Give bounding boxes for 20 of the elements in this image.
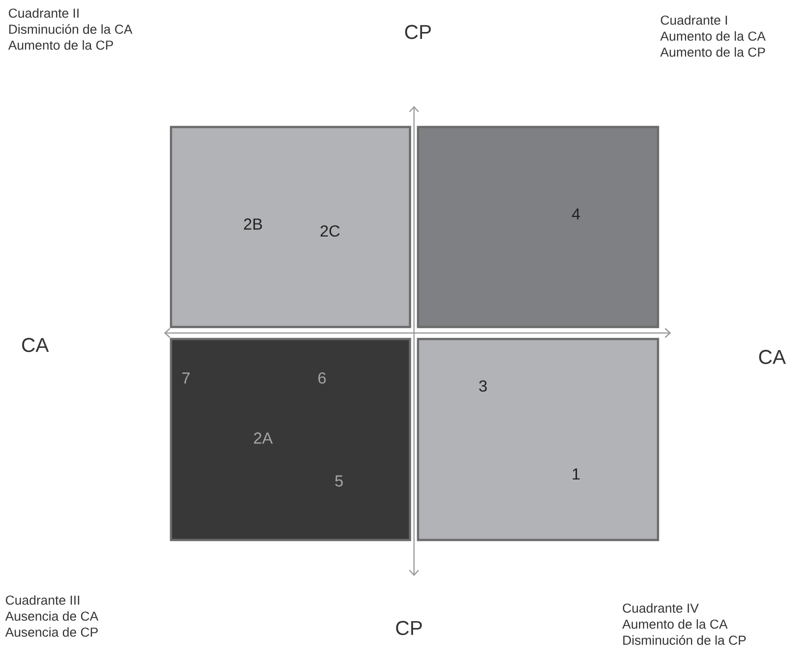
quadrant-label: Aumento de la CA	[660, 31, 766, 41]
quadrant-box: 7 6 2A 5	[170, 338, 412, 542]
quadrant-label: Cuadrante IV	[622, 603, 699, 613]
axis-label: CP	[405, 24, 431, 40]
quadrant-label: Aumento de la CP	[8, 40, 113, 50]
quadrant-label: Ausencia de CP	[5, 627, 98, 637]
quadrant-label: Ausencia de CA	[5, 611, 98, 621]
axis-label: CA	[22, 338, 49, 352]
quadrant-label: Cuadrante II	[8, 8, 79, 18]
quadrant-label: Disminución de la CA	[9, 24, 132, 34]
quadrant-label: Aumento de la CP	[660, 47, 765, 57]
quadrant-label: Cuadrante I	[660, 15, 727, 25]
quadrant-box: 3 1	[416, 338, 660, 542]
quadrant-box: 2B 2C	[170, 126, 412, 328]
quadrant-label: Cuadrante III	[6, 595, 80, 605]
quadrant-label: Aumento de la CA	[622, 619, 728, 629]
axis-label: CP	[396, 620, 422, 636]
quadrant-label: Disminución de la CP	[623, 635, 746, 645]
axis-label: CA	[759, 350, 786, 364]
quadrant-box: 4	[416, 126, 660, 328]
